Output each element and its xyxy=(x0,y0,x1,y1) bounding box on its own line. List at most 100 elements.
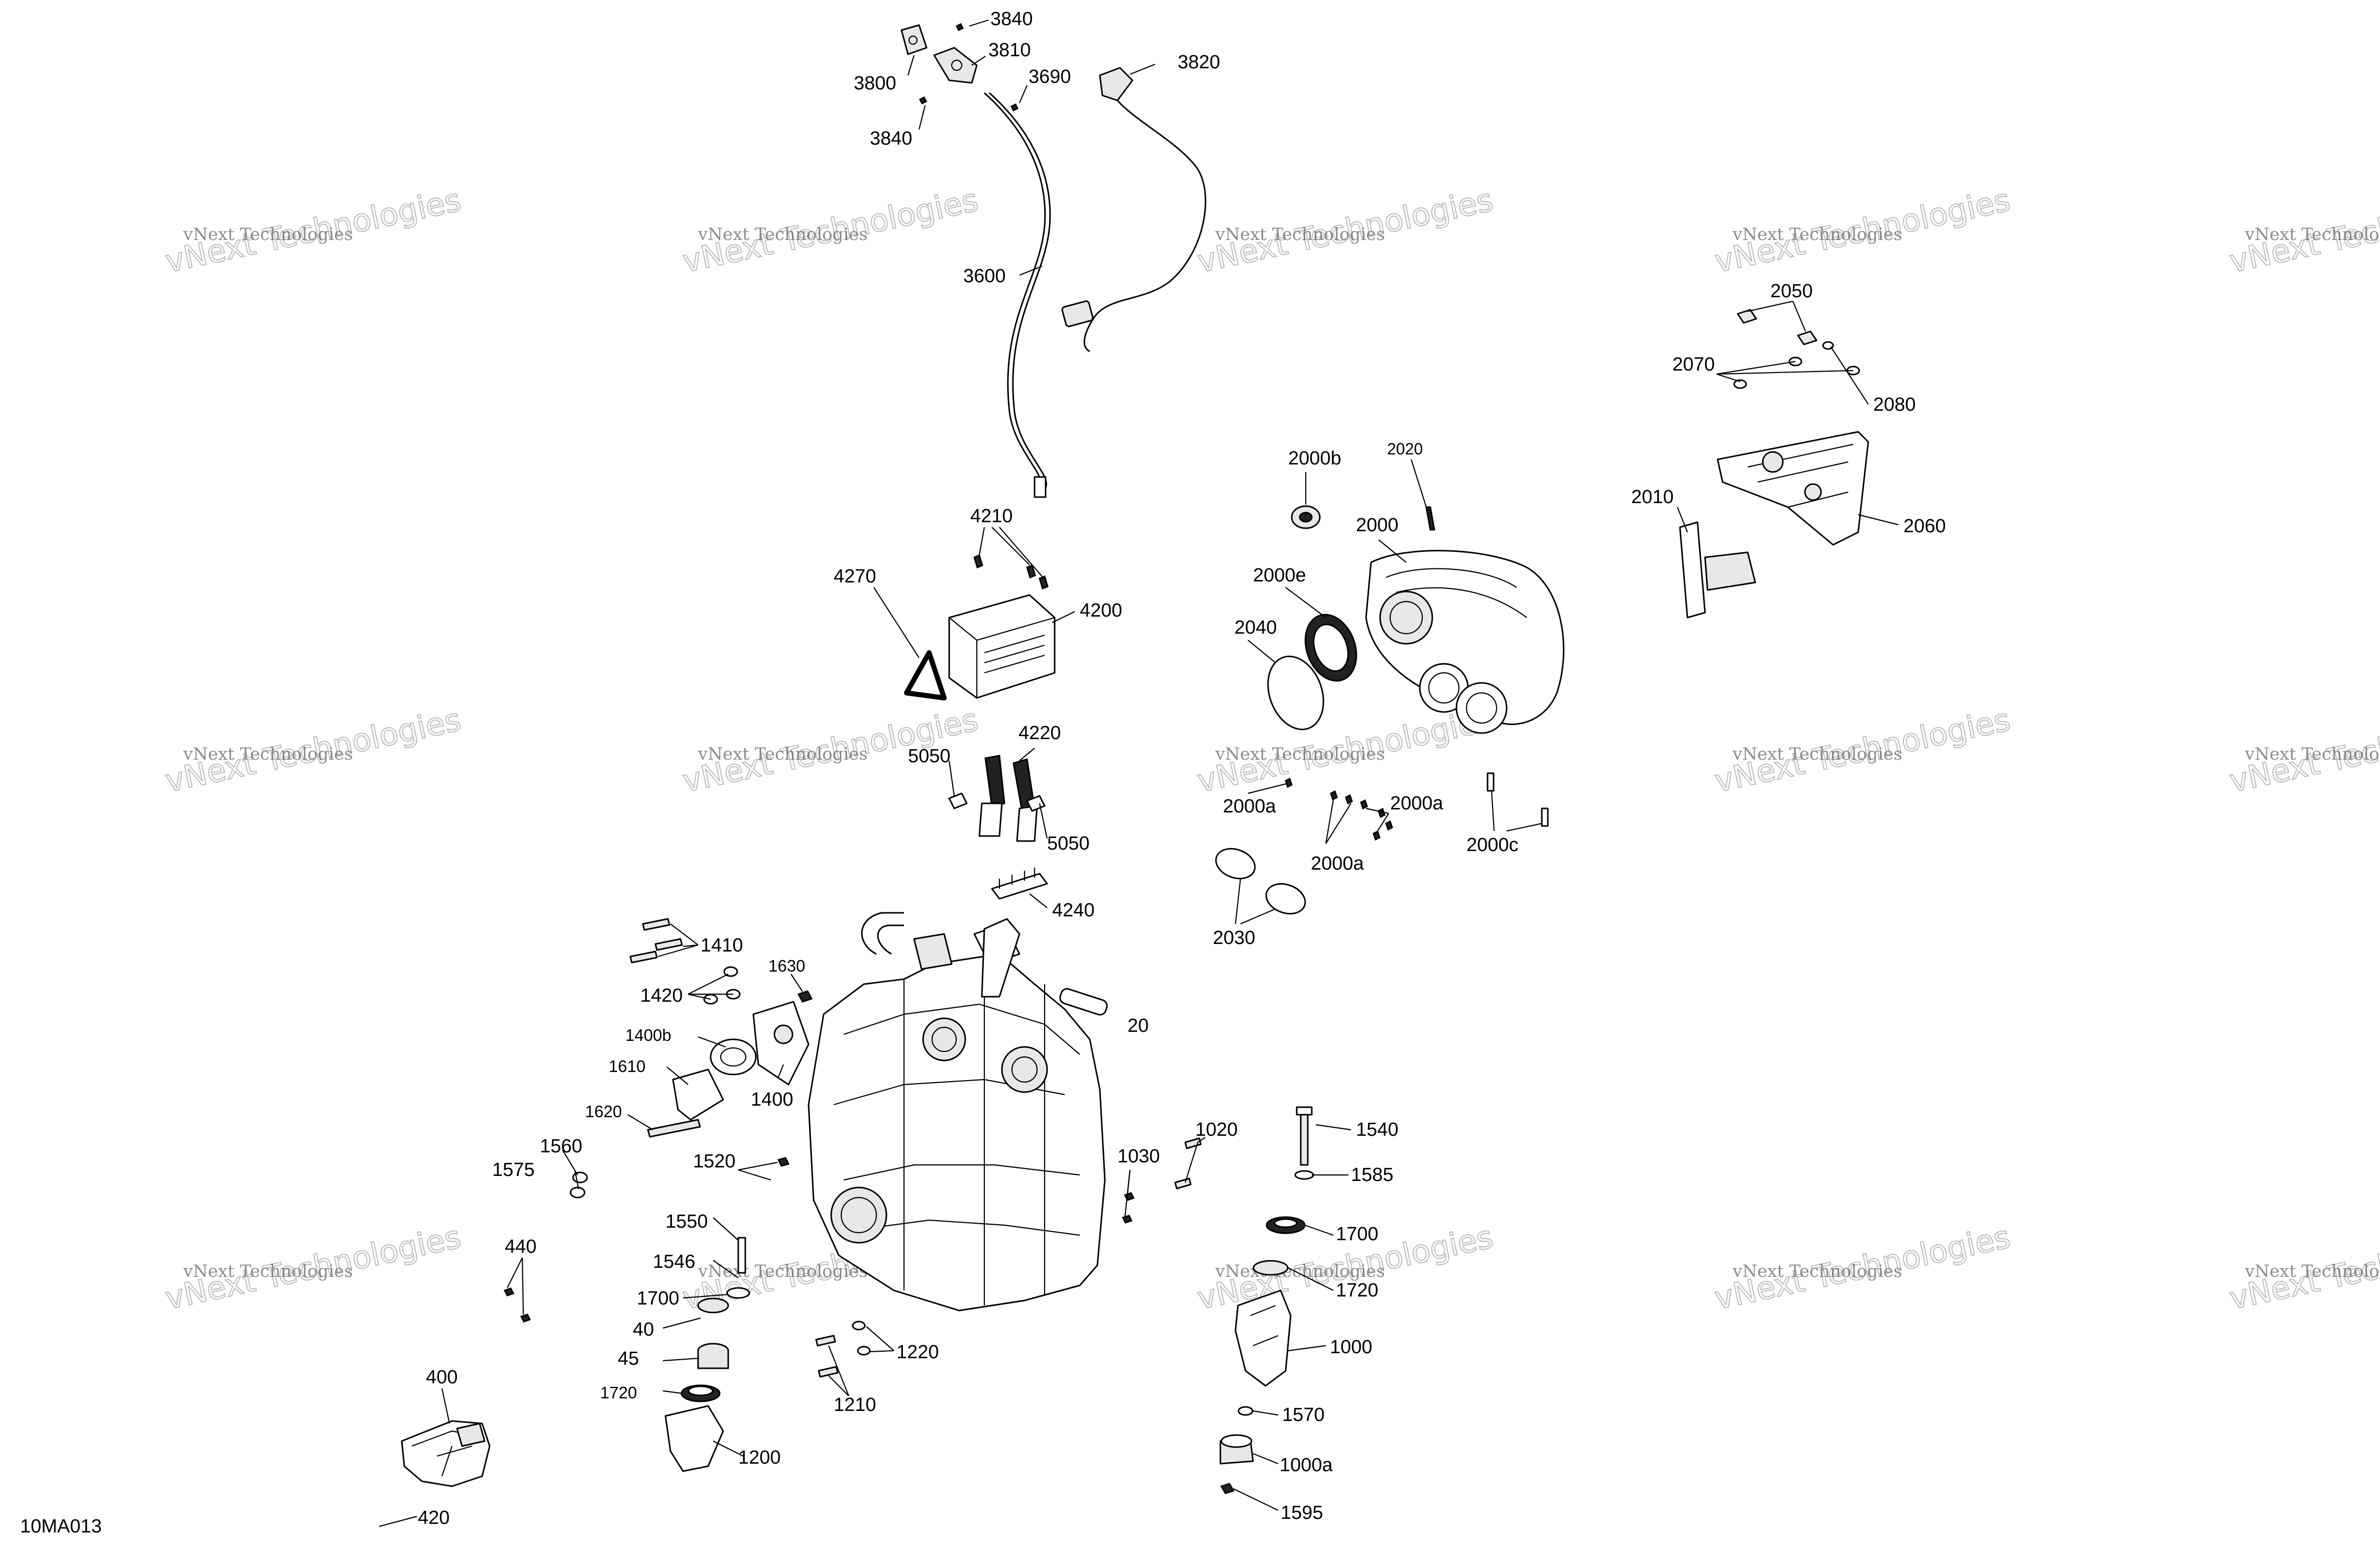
callout-2000b: 2000b xyxy=(1288,448,1341,469)
left-mount-group xyxy=(627,918,813,1138)
washer-part xyxy=(852,1321,866,1331)
nut-part xyxy=(1220,1483,1235,1494)
sensor-harness-part xyxy=(1083,100,1206,352)
watermark-text: vNext Technologies xyxy=(1215,1261,1385,1281)
nut-part xyxy=(1123,1192,1135,1201)
callout-4270: 4270 xyxy=(834,566,876,587)
callout-4220: 4220 xyxy=(1018,723,1061,744)
screw-part xyxy=(1378,807,1386,818)
cover-housing-group xyxy=(1215,459,1564,925)
ecu-group xyxy=(873,527,1075,700)
breather-part xyxy=(981,918,1021,998)
throttle-cable-part xyxy=(983,92,1046,490)
screw-part xyxy=(1360,799,1368,810)
nut-part xyxy=(1797,330,1818,345)
callout-2000a: 2000a xyxy=(1223,796,1277,817)
callout-1570: 1570 xyxy=(1282,1404,1325,1426)
callout-40: 40 xyxy=(633,1319,654,1340)
bolt-part xyxy=(815,1335,836,1347)
callout-3840: 3840 xyxy=(990,9,1033,30)
upper-mount-group xyxy=(1676,300,1899,619)
callout-5050: 5050 xyxy=(1047,833,1090,854)
callout-1400: 1400 xyxy=(751,1089,794,1110)
callout-1220: 1220 xyxy=(896,1342,939,1363)
bolt-part xyxy=(647,1119,701,1138)
callout-1210: 1210 xyxy=(834,1394,876,1415)
watermark-text: vNext Technologies xyxy=(2244,1261,2380,1281)
callout-2000a: 2000a xyxy=(1311,853,1365,874)
callout-1020: 1020 xyxy=(1195,1119,1238,1140)
screw-part xyxy=(1385,820,1393,831)
hose-part xyxy=(984,755,1005,807)
callout-5050: 5050 xyxy=(908,746,951,767)
callout-3800: 3800 xyxy=(854,73,896,94)
callout-1550: 1550 xyxy=(665,1211,708,1232)
washer-part xyxy=(1237,1406,1254,1416)
bolt-part xyxy=(973,554,983,569)
callout-1630: 1630 xyxy=(768,957,805,975)
pin-part xyxy=(1059,988,1108,1016)
washer-part xyxy=(1733,379,1747,389)
clamp-ring-part xyxy=(1215,848,1256,880)
callout-2010: 2010 xyxy=(1631,487,1674,508)
screw-part xyxy=(1285,777,1293,788)
washer-part xyxy=(723,966,738,977)
callout-1595: 1595 xyxy=(1281,1502,1323,1523)
callout-1700: 1700 xyxy=(1336,1224,1379,1245)
throttle-cable-group xyxy=(900,19,1206,498)
screw-part xyxy=(1425,506,1435,531)
callout-3600: 3600 xyxy=(963,266,1006,287)
callout-1720: 1720 xyxy=(600,1383,637,1402)
nut-part xyxy=(797,990,813,1003)
bolt-part xyxy=(1026,564,1036,579)
washer-part xyxy=(857,1346,871,1356)
bolt-part xyxy=(1174,1177,1192,1190)
callout-1000a: 1000a xyxy=(1280,1455,1333,1476)
throttle-lever-part xyxy=(933,47,978,84)
strap-part xyxy=(904,650,947,700)
callout-1720: 1720 xyxy=(1336,1280,1379,1301)
callout-2000e: 2000e xyxy=(1253,565,1306,586)
watermark-text: vNext Technologies xyxy=(2244,744,2380,764)
callout-1030: 1030 xyxy=(1117,1146,1160,1167)
clamp-ring-part xyxy=(1267,655,1324,731)
clamp-ring-part xyxy=(1265,883,1306,915)
nut-part xyxy=(1737,309,1757,324)
callout-20: 20 xyxy=(1127,1015,1149,1036)
washer-part xyxy=(726,1287,750,1299)
mount-arm-part xyxy=(1679,521,1706,619)
callout-440: 440 xyxy=(505,1236,536,1257)
nut-part xyxy=(1121,1215,1133,1224)
callout-2070: 2070 xyxy=(1672,354,1715,375)
watermark-text: vNext Technologies xyxy=(1215,744,1385,764)
damper-part xyxy=(710,1038,757,1076)
bottom-bracket-group xyxy=(379,1388,491,1527)
screw-part xyxy=(1010,103,1019,112)
screw-part xyxy=(1345,794,1353,805)
bolt-part xyxy=(629,951,658,964)
callout-3690: 3690 xyxy=(1029,66,1071,87)
bolt-part xyxy=(1184,1137,1202,1149)
callout-1420: 1420 xyxy=(640,985,683,1006)
mount-bracket-part xyxy=(664,1405,724,1472)
clip-part xyxy=(948,792,968,809)
ecu-module-part xyxy=(948,594,1056,699)
nut-part xyxy=(520,1314,531,1323)
screw-part xyxy=(919,96,928,105)
callout-4200: 4200 xyxy=(1080,600,1122,621)
nut-part xyxy=(503,1287,515,1296)
watermark-text: vNext Technologies xyxy=(698,224,868,245)
callout-2000: 2000 xyxy=(1356,515,1399,536)
callout-2020: 2020 xyxy=(1387,440,1423,458)
callout-1546: 1546 xyxy=(653,1251,696,1272)
engine-assembly-group xyxy=(808,912,1108,1312)
callout-2000c: 2000c xyxy=(1466,835,1519,856)
callout-2040: 2040 xyxy=(1234,617,1277,638)
callout-1400b: 1400b xyxy=(625,1026,671,1044)
watermark-text: vNext Technologies xyxy=(2244,224,2380,245)
callout-3810: 3810 xyxy=(988,40,1031,61)
callout-1620: 1620 xyxy=(585,1102,622,1121)
stud-part xyxy=(1541,807,1549,827)
callout-1560: 1560 xyxy=(540,1136,583,1157)
callout-400: 400 xyxy=(426,1367,458,1388)
